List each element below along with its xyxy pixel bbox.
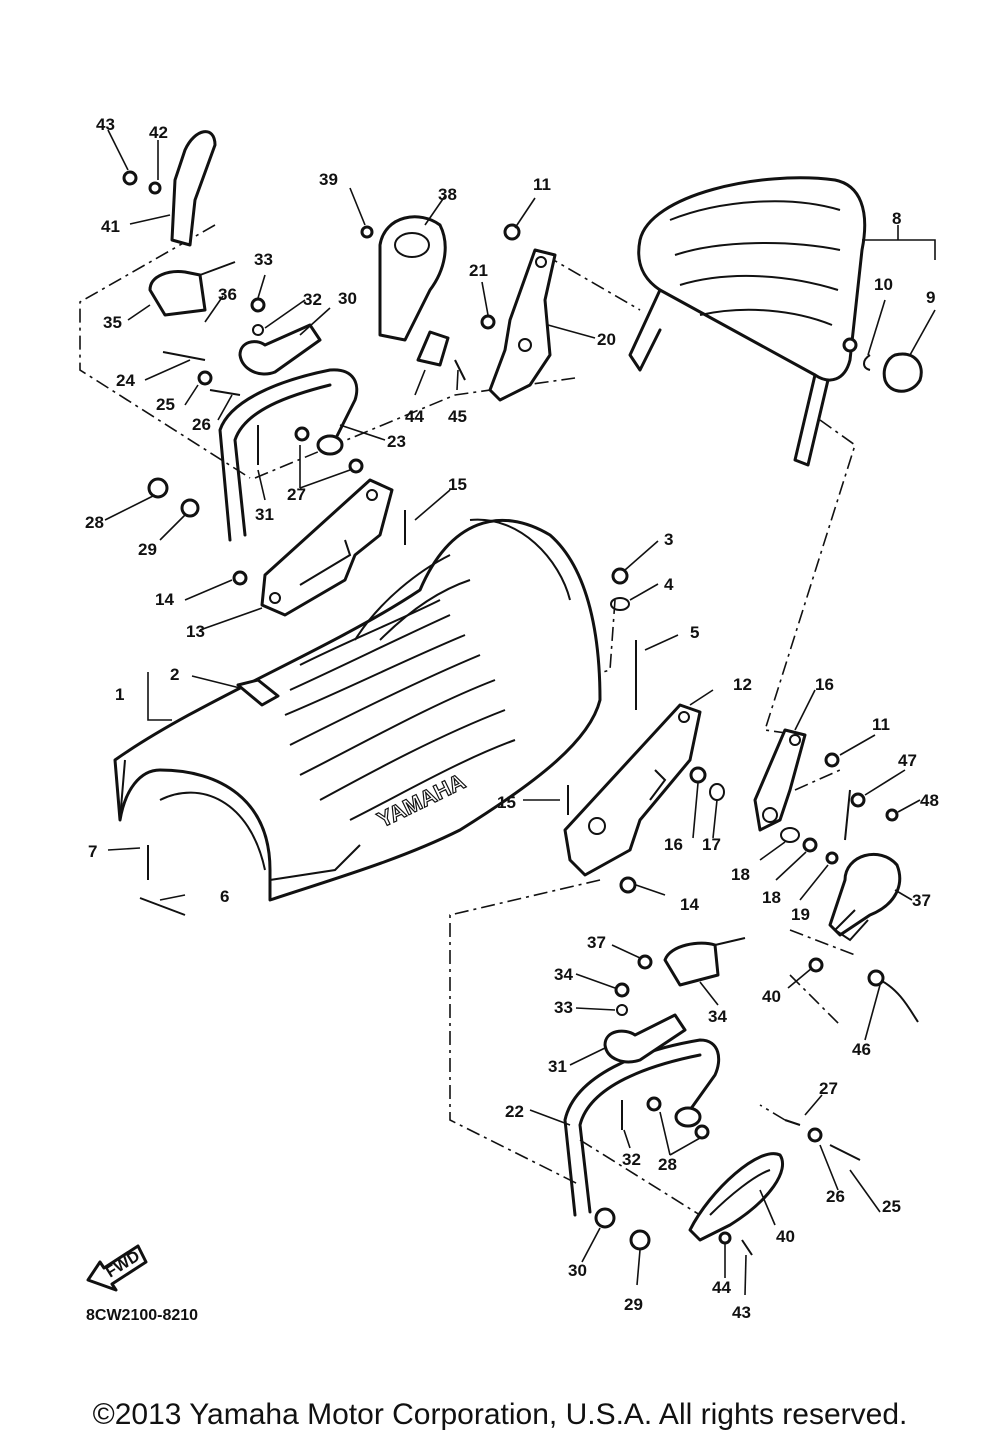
callout-label: 37	[587, 933, 606, 952]
callout-label: 12	[733, 675, 752, 694]
callout-label: 44	[712, 1278, 731, 1297]
cover-38	[828, 852, 902, 942]
callout-label: 28	[658, 1155, 677, 1174]
callout-label: 16	[664, 835, 683, 854]
callout-label: 16	[815, 675, 834, 694]
callout-label: 17	[702, 835, 721, 854]
callout-label: 26	[826, 1187, 845, 1206]
callout-label: 43	[96, 115, 115, 134]
backrest-assembly	[628, 176, 923, 467]
callout-label: 6	[220, 887, 229, 906]
callout-label: 1	[115, 685, 124, 704]
callout-label: 34	[708, 1007, 727, 1026]
callout-label: 14	[680, 895, 699, 914]
grab-handle-23	[563, 1038, 721, 1217]
callout-label: 33	[254, 250, 273, 269]
callout-label: 45	[448, 407, 467, 426]
callout-label: 19	[791, 905, 810, 924]
callout-label: 43	[732, 1303, 751, 1322]
lock-housing-36	[148, 261, 236, 317]
callout-label: 15	[448, 475, 467, 494]
callout-label: 31	[548, 1057, 567, 1076]
callout-label: 40	[776, 1227, 795, 1246]
callout-label: 31	[255, 505, 274, 524]
callout-label: 42	[149, 123, 168, 142]
copyright-notice: ©2013 Yamaha Motor Corporation, U.S.A. A…	[92, 1398, 908, 1431]
callout-label: 48	[920, 791, 939, 810]
cover-42	[170, 130, 217, 247]
callout-label: 30	[568, 1261, 587, 1280]
callout-label: 28	[85, 513, 104, 532]
callout-label: 8	[892, 209, 901, 228]
seat-assembly: YAMAHA	[113, 518, 602, 902]
callout-label: 34	[554, 965, 573, 984]
callout-label: 29	[138, 540, 157, 559]
document-code: 8CW2100-8210	[86, 1307, 198, 1324]
callout-label: 46	[852, 1040, 871, 1059]
callout-label: 40	[762, 987, 781, 1006]
callout-label: 18	[762, 888, 781, 907]
callout-label: 21	[469, 261, 488, 280]
leader-lines	[104, 129, 936, 1296]
callout-label: 7	[88, 842, 97, 861]
bracket-16	[753, 728, 807, 832]
bracket-12	[563, 703, 702, 877]
callout-label: 37	[912, 891, 931, 910]
callout-label: 25	[156, 395, 175, 414]
callout-label: 24	[116, 371, 135, 390]
callout-label: 11	[872, 715, 890, 734]
callout-label: 27	[819, 1079, 838, 1098]
callout-label: 9	[926, 288, 935, 307]
bracket-45-46	[416, 330, 466, 381]
callout-label: 32	[622, 1150, 641, 1169]
callout-label: 29	[624, 1295, 643, 1314]
callout-label: 18	[731, 865, 750, 884]
callout-label: 32	[303, 290, 322, 309]
callout-label: 3	[664, 530, 673, 549]
callout-label: 20	[597, 330, 616, 349]
callout-label: 44	[405, 407, 424, 426]
callout-label: 22	[505, 1102, 524, 1121]
callout-label: 13	[186, 622, 205, 641]
callout-label: 23	[387, 432, 406, 451]
callout-label: 11	[533, 175, 551, 194]
cover-39	[378, 215, 447, 342]
callout-label: 39	[319, 170, 338, 189]
callout-label: 30	[338, 289, 357, 308]
callout-label: 41	[101, 217, 120, 236]
callout-label: 25	[882, 1197, 901, 1216]
callout-label: 27	[287, 485, 306, 504]
callout-label: 2	[170, 665, 179, 684]
callout-label: 10	[874, 275, 893, 294]
bracket-21	[488, 248, 557, 402]
callout-label: 5	[690, 623, 699, 642]
bracket-13	[260, 478, 394, 617]
cylinder-31	[238, 323, 687, 1064]
callout-label: 14	[155, 590, 174, 609]
callout-label: 15	[497, 793, 516, 812]
callout-label: 26	[192, 415, 211, 434]
fwd-arrow-icon: FWD	[86, 1244, 148, 1292]
assembly-boundaries	[79, 224, 856, 1216]
cover-41	[688, 1152, 785, 1242]
lock-housing-35	[663, 937, 746, 987]
callout-label: 4	[664, 575, 674, 594]
callout-label: 38	[438, 185, 457, 204]
callout-label: 47	[898, 751, 917, 770]
small-fasteners	[122, 170, 919, 1256]
callout-label: 33	[554, 998, 573, 1017]
callout-label: 36	[218, 285, 237, 304]
callout-labels: 1 2 3 4 5 6 7 8 9 10 11 11 12 13 14 14 1…	[85, 115, 939, 1322]
grab-handle-24	[218, 368, 359, 542]
callout-label: 35	[103, 313, 122, 332]
